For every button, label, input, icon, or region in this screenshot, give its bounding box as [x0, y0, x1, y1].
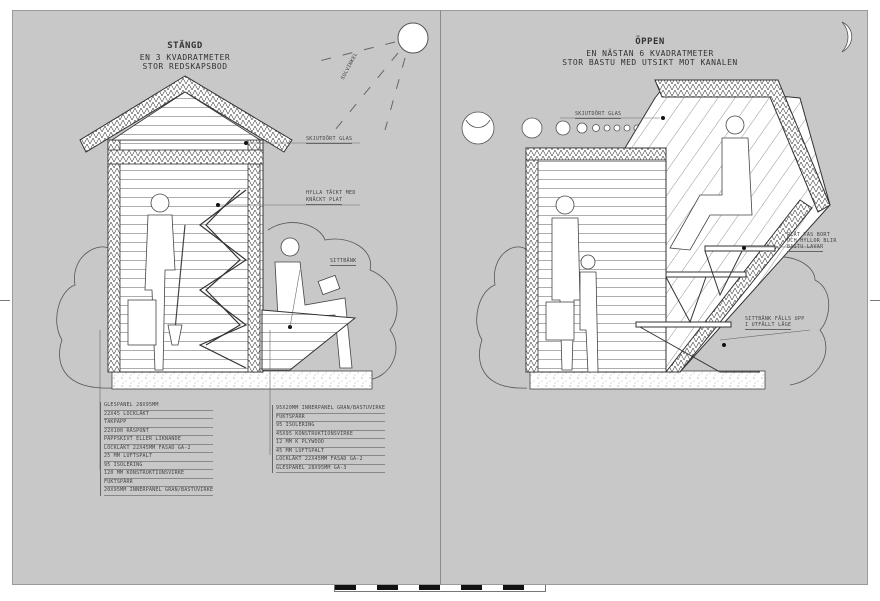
- bush-left: [56, 222, 398, 389]
- scale-bar: [334, 585, 546, 592]
- wall-layers-list-right: 95X20MM INNERPANEL GRAN/BASTUVIRKE FUKTS…: [272, 405, 386, 473]
- figure-child: [579, 254, 599, 373]
- sheet-fold-line: [440, 10, 441, 585]
- bench-closed: [261, 309, 357, 371]
- ceiling-insulation: [107, 149, 264, 165]
- layer-item: TAKPAPP: [104, 419, 214, 428]
- layer-item: GLESPANEL 28X95MM: [104, 402, 214, 411]
- glass-label-closed: SKJUTDÖRT GLAS: [306, 136, 353, 144]
- glass-label-open: SKJUTDÖRT GLAS: [575, 111, 622, 119]
- foundation-open: [529, 370, 766, 390]
- open-title: ÖPPEN: [635, 37, 665, 47]
- tilted-roof: [654, 79, 831, 373]
- layer-item: 25 MM LUFTSPALT: [104, 453, 214, 462]
- shelf-label-closed-1: HYLLA TÄCKT MED: [306, 190, 356, 196]
- shelf-label-open-1: PLÅT TAS BORT: [787, 232, 831, 238]
- margin-tick-right: [870, 300, 880, 301]
- bush-right: [476, 246, 830, 389]
- layer-item: 45 MM LUFTSPALT: [276, 448, 386, 456]
- layer-item: 45X95 KONSTRUKTIONSVIRKE: [276, 431, 386, 439]
- sauna-stove: [545, 301, 575, 341]
- bench-label-open-2: I UTFÄLLT LÄGE: [745, 322, 792, 330]
- shelf-label-open-3: BASTU LAVAR: [787, 244, 824, 252]
- layer-item: 22X100 RÅSPONT: [104, 428, 214, 436]
- closed-subtitle-2: STOR REDSKAPSBOD: [142, 62, 228, 71]
- layer-item: PAPPSKIVT ELLER LIKNANDE: [104, 436, 214, 445]
- layer-item: 120 MM KONSTRUKTIONSVIRKE: [104, 470, 214, 479]
- layer-item: 95 ISOLERING: [276, 422, 386, 431]
- sauna-benches: [635, 245, 776, 373]
- wall-insulation-right: [247, 139, 261, 373]
- closed-title: STÄNGD: [167, 41, 203, 51]
- open-subtitle-1: EN NÄSTAN 6 KVADRATMETER: [586, 49, 714, 58]
- open-title-block: ÖPPEN EN NÄSTAN 6 KVADRATMETER STOR BAST…: [560, 37, 740, 68]
- layer-item: GLESPANEL 28X95MM GA-3: [276, 465, 386, 473]
- layer-item: 95X20MM INNERPANEL GRAN/BASTUVIRKE: [276, 405, 386, 414]
- closed-title-block: STÄNGD EN 3 KVADRATMETER STOR REDSKAPSBO…: [120, 41, 250, 72]
- gable-roof: [79, 75, 293, 153]
- open-subtitle-2: STOR BASTU MED UTSIKT MOT KANALEN: [562, 58, 738, 67]
- layer-item: LOCKLÄKT 22X45MM FASAD GA-2: [276, 456, 386, 465]
- bench-label-open-1: SITTBÄNK FÄLLS UPP: [745, 316, 805, 322]
- layer-item: 20X95MM INNERPANEL GRAN/BASTUVIRKE: [104, 487, 214, 496]
- margin-tick-left: [0, 300, 10, 301]
- shelf-label-closed-2: KNÄCKT PLAT: [306, 197, 343, 205]
- wall-insulation-left: [107, 139, 121, 373]
- layer-item: 22X45 LOCKLÄKT: [104, 411, 214, 419]
- closed-subtitle-1: EN 3 KVADRATMETER: [139, 53, 231, 62]
- sun-icon: [314, 22, 429, 131]
- foundation-closed: [111, 370, 373, 390]
- layer-item: LOCKLÄKT 22X45MM FASAD GA-2: [104, 445, 214, 453]
- folding-shelves: [198, 189, 248, 369]
- flat-roof-insulation: [525, 147, 667, 161]
- layer-item: FUKTSPÄRR: [276, 414, 386, 422]
- figure-man-with-shovel: [127, 193, 186, 371]
- bench-label-closed: SITTBÄNK: [330, 258, 357, 266]
- layer-item: 12 MM K PLYWOOD: [276, 439, 386, 448]
- shelf-label-open-2: OCH HYLLOR BLIR: [787, 238, 837, 244]
- layer-item: 95 ISOLERING: [104, 462, 214, 470]
- figure-man-sitting: [669, 115, 753, 251]
- wall-layers-list-left: GLESPANEL 28X95MM 22X45 LOCKLÄKT TAKPAPP…: [100, 402, 214, 496]
- layer-item: FUKTSPÄRR: [104, 479, 214, 487]
- crescent-moon-icon: [841, 21, 853, 53]
